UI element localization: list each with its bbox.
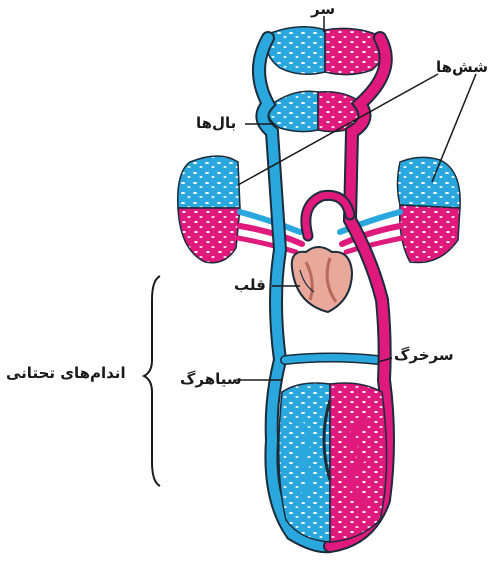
lower-limb-capillary-bed <box>279 383 387 542</box>
label-head: سر <box>311 0 335 18</box>
pulmonary-vessels <box>238 212 402 252</box>
left-lung <box>178 156 240 263</box>
label-wings: بال‌ها <box>196 114 236 132</box>
heart <box>292 247 352 312</box>
label-lungs: شش‌ها <box>436 58 488 76</box>
label-lower-limbs: اندام‌های تحتانی <box>6 364 126 382</box>
right-lung <box>398 157 461 262</box>
head-capillary-bed <box>267 27 384 75</box>
lower-limbs-brace <box>144 276 160 486</box>
wings-capillary-bed <box>268 91 362 131</box>
label-vein: سیاهرگ <box>180 370 242 388</box>
label-artery: سرخرگ <box>394 346 454 364</box>
label-heart: قلب <box>234 276 266 294</box>
